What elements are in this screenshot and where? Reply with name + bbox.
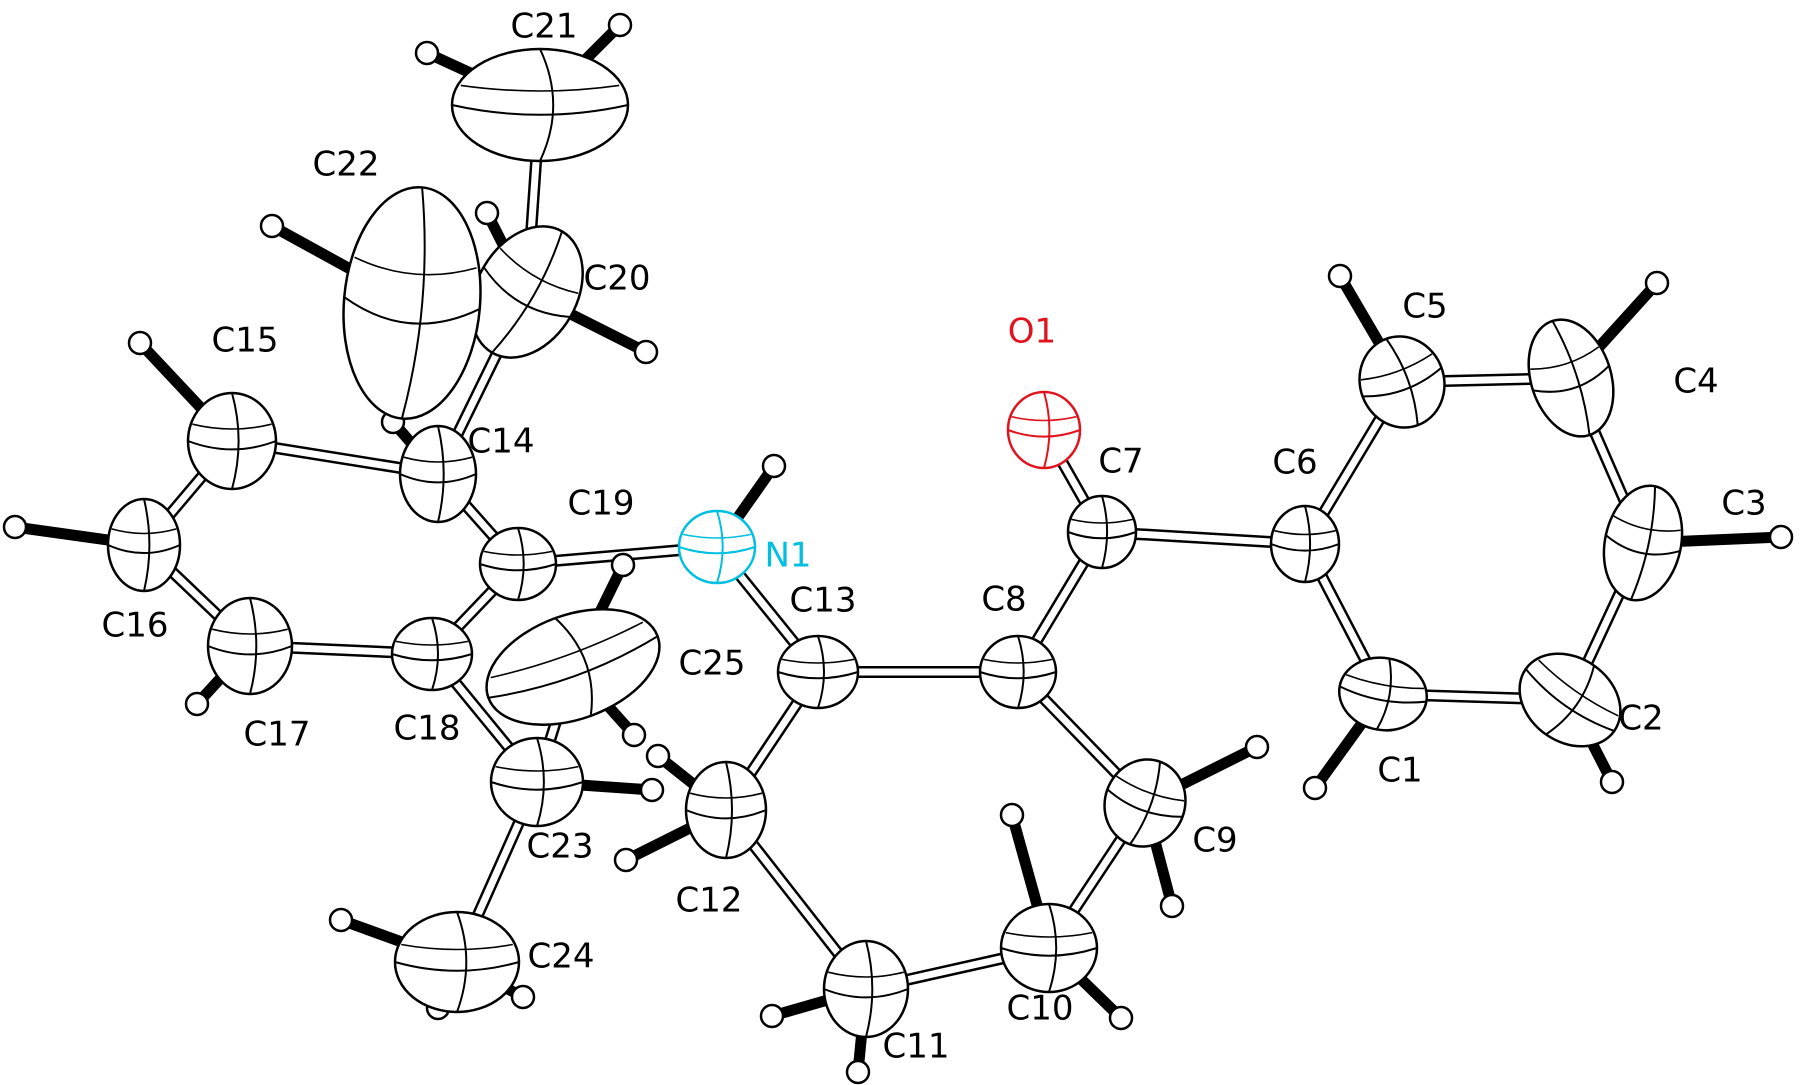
- atom-label-c12: C12: [675, 881, 742, 921]
- hydrogen-atom: [759, 1003, 785, 1029]
- atom-c6: [1269, 504, 1341, 584]
- hydrogen-atom: [999, 802, 1025, 828]
- hydrogen-atom: [1327, 263, 1353, 289]
- atom-o1: [1006, 390, 1082, 470]
- atom-c1: [1337, 656, 1429, 732]
- hydrogen-atom: [184, 691, 210, 717]
- atom-c19: [478, 526, 558, 602]
- atom-label-c6: C6: [1272, 443, 1317, 483]
- atom-label-c13: C13: [789, 581, 856, 621]
- hydrogen-atom: [328, 907, 354, 933]
- atom-c25: [485, 607, 661, 727]
- atom-label-c4: C4: [1673, 362, 1718, 402]
- atom-label-c25: C25: [678, 644, 745, 684]
- atom-label-c19: C19: [567, 484, 634, 524]
- atom-label-c3: C3: [1721, 484, 1766, 524]
- hydrogen-atom: [645, 743, 671, 769]
- atom-label-c15: C15: [211, 321, 278, 361]
- atom-c13: [776, 634, 860, 710]
- atom-c12: [684, 760, 768, 860]
- atom-c18: [390, 616, 474, 692]
- atom-label-c14: C14: [467, 422, 534, 462]
- atom-label-c9: C9: [1192, 821, 1237, 861]
- atom-c14: [398, 424, 478, 524]
- hydrogen-atom: [1108, 1005, 1134, 1031]
- hydrogen-atom: [127, 330, 153, 356]
- hydrogen-atom: [610, 552, 636, 578]
- hydrogen-atom: [1599, 769, 1625, 795]
- atom-label-c24: C24: [527, 937, 594, 977]
- hydrogen-atom: [621, 722, 647, 748]
- atom-label-c1: C1: [1377, 751, 1422, 791]
- hydrogen-atom: [510, 984, 536, 1010]
- hydrogen-atoms: [2, 12, 1794, 1085]
- hydrogen-atom: [1302, 775, 1328, 801]
- atom-label-c17: C17: [243, 715, 310, 755]
- atom-label-c23: C23: [526, 827, 593, 867]
- hydrogen-atom: [607, 12, 633, 38]
- hydrogen-bonds: [9, 19, 1787, 1078]
- atom-c21: [450, 47, 630, 163]
- atom-label-c11: C11: [882, 1027, 949, 1067]
- atom-label-c7: C7: [1098, 442, 1143, 482]
- atom-label-c21: C21: [510, 7, 577, 47]
- atom-label-c22: C22: [312, 145, 379, 185]
- atom-c17: [206, 596, 294, 696]
- hydrogen-atom: [414, 40, 440, 66]
- atom-c9: [1103, 758, 1187, 848]
- atoms: [106, 47, 1684, 1039]
- atom-c8: [978, 634, 1058, 710]
- atom-c16: [106, 497, 182, 593]
- atom-c5: [1358, 335, 1446, 429]
- atom-label-c2: C2: [1618, 699, 1663, 739]
- atom-label-c16: C16: [101, 606, 168, 646]
- hydrogen-atom: [1159, 893, 1185, 919]
- atom-c3: [1602, 484, 1684, 602]
- hydrogen-atom: [633, 339, 659, 365]
- atom-c15: [186, 391, 278, 491]
- atom-label-c8: C8: [981, 580, 1026, 620]
- atom-c7: [1066, 494, 1138, 570]
- atom-c20: [470, 225, 584, 359]
- atom-c2: [1518, 652, 1622, 748]
- atom-c11: [822, 939, 910, 1039]
- atom-n1: [677, 509, 757, 585]
- atom-label-c18: C18: [393, 709, 460, 749]
- atom-label-c10: C10: [1006, 989, 1073, 1029]
- atom-label-c20: C20: [583, 259, 650, 299]
- atom-c10: [999, 902, 1099, 994]
- hydrogen-atom: [474, 200, 500, 226]
- atom-label-n1: N1: [764, 536, 811, 576]
- hydrogen-atom: [845, 1059, 871, 1085]
- hydrogen-atom: [1644, 270, 1670, 296]
- atom-c23: [489, 736, 585, 828]
- hydrogen-atom: [259, 213, 285, 239]
- hydrogen-atom: [639, 777, 665, 803]
- atom-c4: [1527, 318, 1615, 438]
- atom-c22: [342, 186, 482, 420]
- hydrogen-atom: [1768, 524, 1794, 550]
- hydrogen-atom: [613, 847, 639, 873]
- atom-label-o1: O1: [1008, 312, 1056, 352]
- hydrogen-atom: [761, 453, 787, 479]
- hydrogen-atom: [2, 514, 28, 540]
- atom-c24: [393, 910, 521, 1014]
- hydrogen-atom: [1244, 734, 1270, 760]
- atom-label-c5: C5: [1402, 287, 1447, 327]
